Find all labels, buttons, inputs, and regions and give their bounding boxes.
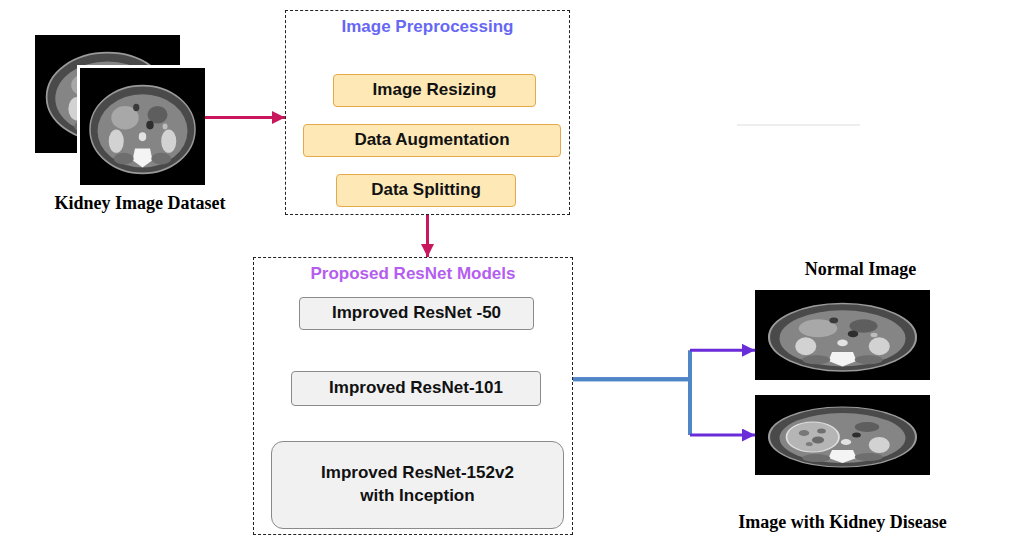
preprocessing-group: Image PreprocessingImage ResizingData Au… [285,10,570,215]
box-label: Data Augmentation [354,129,509,152]
group-title: Image Preprocessing [286,11,569,37]
connector-line [690,349,755,352]
flow-arrow [573,379,755,435]
connector-line [426,215,429,257]
process-box: Data Splitting [336,174,516,207]
image-frame [77,65,208,188]
connector-line [205,116,285,119]
faint-mark [737,124,860,126]
flow-arrow [573,350,755,379]
process-box: Image Resizing [333,74,536,107]
box-label: Image Resizing [373,79,497,102]
model-box: Improved ResNet-152v2 with Inception [271,441,564,529]
group-title: Proposed ResNet Models [254,258,572,284]
image-caption: Normal Image [805,259,916,281]
ct-image-disease [755,395,930,475]
image-caption: Image with Kidney Disease [738,512,947,534]
output-image: Normal Image [755,290,930,380]
box-label: Data Splitting [371,179,481,202]
model-group: Proposed ResNet ModelsImproved ResNet -5… [253,257,573,535]
model-box: Improved ResNet -50 [299,297,534,330]
connector-line [573,350,690,379]
box-label: Improved ResNet-101 [329,377,503,400]
connector-line [573,379,690,435]
process-box: Data Augmentation [303,124,561,157]
image-caption: Kidney Image Dataset [55,193,226,215]
box-label: Improved ResNet-152v2 with Inception [307,462,529,508]
ct-image-front [80,68,205,185]
connector-line [690,434,755,437]
ct-image-normal [755,290,930,380]
box-label: Improved ResNet -50 [332,302,501,325]
output-image: Image with Kidney Disease [755,395,930,475]
flow-arrow [427,215,428,257]
dataset-images: Kidney Image Dataset [35,35,205,185]
model-box: Improved ResNet-101 [291,371,541,406]
flow-arrow [205,117,285,118]
